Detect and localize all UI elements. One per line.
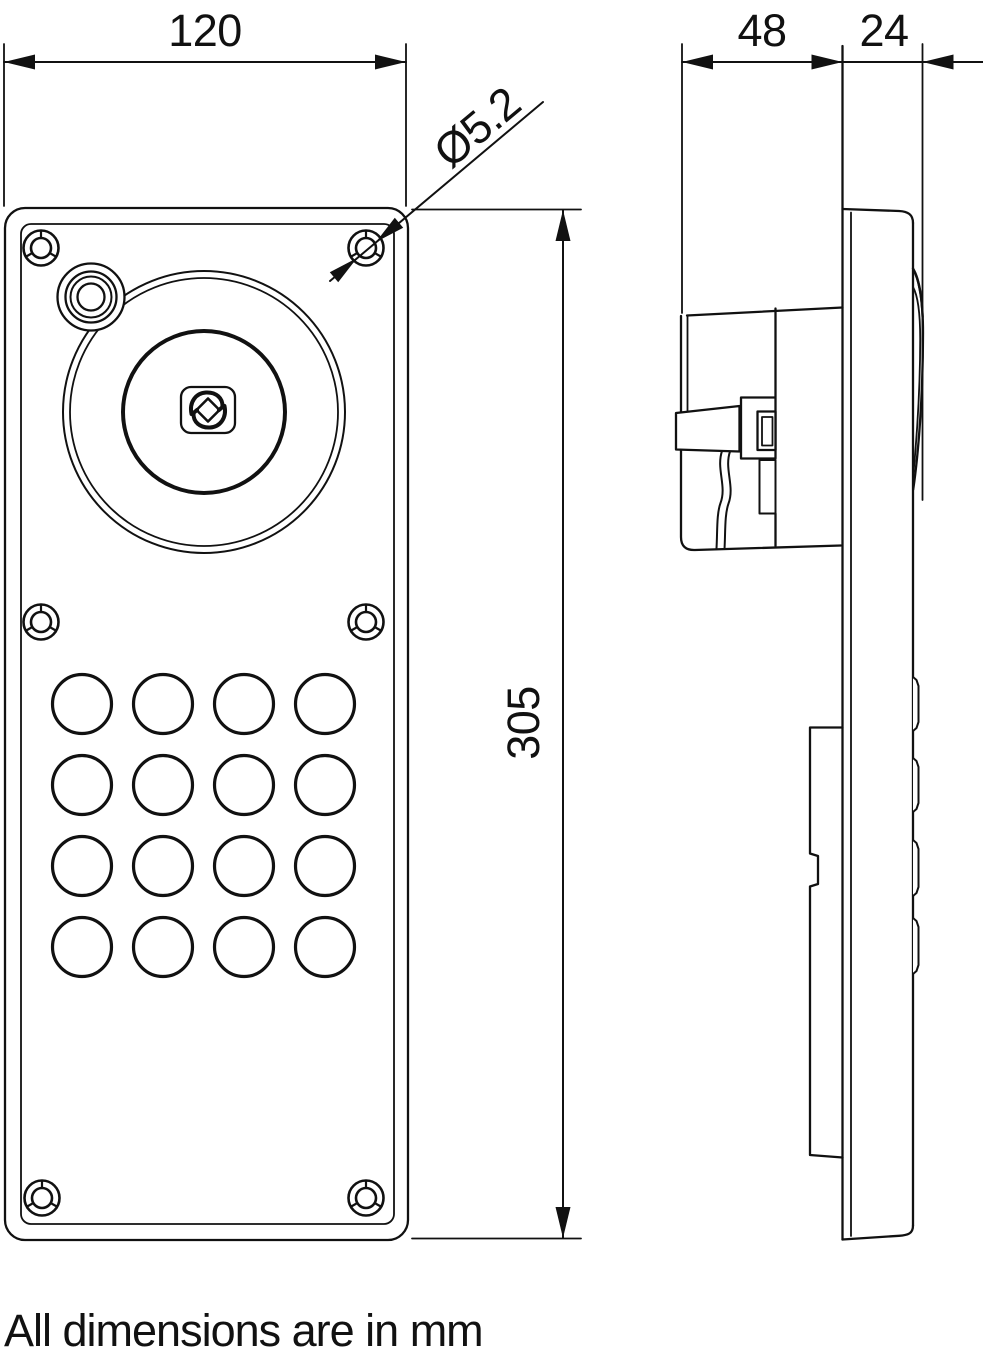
keypad-button: [50, 834, 114, 898]
camera-lens-icon: [56, 262, 126, 332]
screw-hole: [347, 1179, 385, 1217]
dimension-height-label: 305: [498, 686, 549, 760]
screw-hole: [22, 229, 60, 267]
button-profile: [912, 917, 920, 975]
keypad-button: [212, 834, 276, 898]
keypad-button: [50, 753, 114, 817]
screw-hole: [23, 1179, 61, 1217]
units-note: All dimensions are in mm: [4, 1305, 483, 1356]
keypad-button: [212, 753, 276, 817]
keypad-button: [293, 834, 357, 898]
keypad-button: [131, 834, 195, 898]
dimension-depth-box: 48: [681, 5, 844, 314]
dimension-depth-front: 24: [841, 5, 983, 501]
keypad-buttons: [50, 672, 357, 979]
button-profile: [912, 839, 920, 897]
keypad-button: [131, 672, 195, 736]
button-profile: [912, 757, 920, 813]
keypad-button: [131, 915, 195, 979]
dimension-hole-label: Ø5.2: [424, 77, 530, 177]
terminal-block-profile: [808, 726, 844, 1159]
dimension-depth-front-label: 24: [859, 5, 908, 56]
front-panel-outline: [3, 206, 410, 1242]
keypad-button: [50, 672, 114, 736]
speaker-grille: [62, 270, 346, 554]
front-view: [3, 206, 410, 1242]
front-panel-inner-outline: [20, 223, 395, 1225]
button-profile: [912, 676, 920, 732]
mounting-clamp: [674, 396, 777, 550]
screw-hole: [22, 603, 60, 641]
speaker-dome-profile: [911, 267, 925, 491]
dimension-width: 120: [3, 5, 407, 207]
keypad-button: [293, 753, 357, 817]
dimension-height: 305: [411, 208, 582, 1240]
keypad-button: [293, 672, 357, 736]
keypad-button: [50, 915, 114, 979]
dimension-width-label: 120: [168, 5, 242, 56]
brand-logo-icon: [179, 385, 237, 435]
keypad-button: [131, 753, 195, 817]
dimension-depth-box-label: 48: [737, 5, 786, 56]
keypad-buttons-profile: [912, 676, 920, 975]
keypad-button: [212, 672, 276, 736]
side-view: [674, 44, 925, 1241]
side-panel-profile: [841, 207, 915, 1241]
keypad-button: [293, 915, 357, 979]
back-box-profile: [674, 306, 844, 552]
clamp-claw: [715, 450, 724, 550]
screw-hole: [347, 603, 385, 641]
keypad-button: [212, 915, 276, 979]
